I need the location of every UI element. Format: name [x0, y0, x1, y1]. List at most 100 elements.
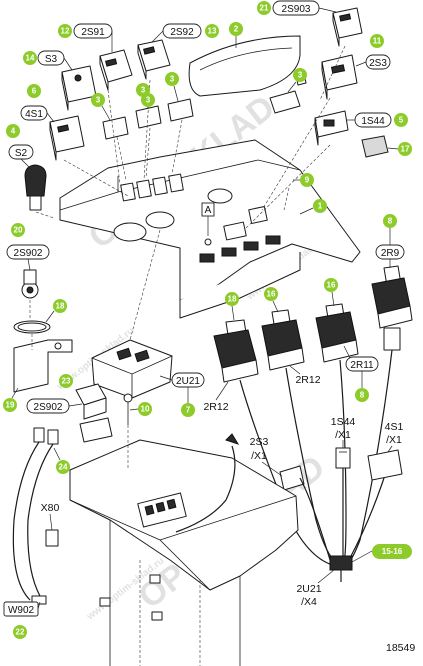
- drawing-number: 18549: [386, 642, 415, 654]
- connector-4s1-x1: [367, 449, 403, 481]
- joystick-2r11: [315, 303, 359, 565]
- callout-s2-number: 4: [11, 127, 16, 136]
- label-1s44-x1-line2: /X1: [335, 429, 351, 441]
- callout-2s91-number: 12: [61, 27, 70, 36]
- knob-s2: [24, 164, 47, 211]
- connector-2s902-upper: [21, 269, 39, 299]
- callout-2r11: 2R11 8: [343, 345, 379, 402]
- screw-10: [123, 393, 133, 425]
- assembly-lines: [29, 45, 346, 470]
- badge-16b-number: 16: [327, 281, 336, 290]
- badge-17: 17: [387, 142, 412, 156]
- label-w902: W902: [3, 601, 41, 617]
- callout-2r11-number: 8: [360, 391, 365, 400]
- badge-3c-number: 3: [170, 75, 175, 84]
- badge-9-number: 9: [305, 176, 310, 185]
- detail-marker: A: [201, 202, 215, 236]
- callouts: 12 2S91 2S92 13 21 2S903 14 S3: [3, 0, 415, 654]
- junction-box: [91, 339, 173, 399]
- callout-4s1-label: 4S1: [25, 109, 43, 120]
- cap-17: [361, 135, 389, 158]
- badge-3b-number: 3: [141, 86, 146, 95]
- badge-16a: 16: [264, 287, 279, 313]
- callout-s2: 4 S2: [6, 124, 34, 169]
- badge-15-16-number: 15-16: [382, 547, 403, 556]
- connector-2u21-x4: [329, 555, 353, 571]
- callout-2s91: 12 2S91: [58, 23, 113, 52]
- badge-22: 22: [13, 625, 27, 639]
- callout-s2-label: S2: [15, 148, 28, 159]
- callout-2s3-label: 2S3: [369, 58, 387, 69]
- label-4s1-x1: 4S1 /X1: [385, 421, 403, 453]
- clip-ring: [13, 320, 51, 334]
- badge-3d: 3: [141, 93, 155, 107]
- callout-2s3: 11 2S3: [355, 34, 391, 70]
- callout-2s92-number: 13: [208, 27, 217, 36]
- callout-2s902-lower-number: 23: [62, 377, 71, 386]
- cover-part: [188, 35, 301, 97]
- switch-2s92: [137, 39, 171, 80]
- callout-2s903-label: 2S903: [282, 4, 311, 15]
- badge-3a: 3: [91, 93, 111, 121]
- badge-19: 19: [3, 387, 19, 412]
- label-x80-text: X80: [41, 502, 60, 514]
- callout-2s902-lower: 23 2S902: [26, 374, 83, 414]
- harness-wires: [299, 468, 385, 582]
- callout-1s44-number: 5: [399, 116, 404, 125]
- label-2u21-x4-line1: 2U21: [296, 583, 321, 595]
- callout-2s902-upper: 20 2S902: [6, 223, 50, 271]
- badge-3e: 3: [287, 68, 307, 93]
- badge-17-number: 17: [401, 145, 410, 154]
- label-w902-text: W902: [8, 605, 35, 616]
- badge-18-lower-number: 18: [56, 302, 65, 311]
- callout-1s44: 1S44 5: [346, 112, 408, 128]
- badge-19-number: 19: [6, 401, 15, 410]
- callout-2s902-upper-number: 20: [14, 226, 23, 235]
- callout-2s92-label: 2S92: [170, 27, 194, 38]
- badge-1: 1: [299, 199, 327, 215]
- badge-18-lower: 18: [45, 299, 67, 323]
- badge-10: 10: [129, 402, 152, 416]
- badge-2-number: 2: [234, 25, 239, 34]
- callout-2s903-number: 21: [260, 4, 269, 13]
- callout-1s44-label: 1S44: [361, 116, 385, 127]
- badge-9: 9: [293, 173, 314, 187]
- badge-24: 24: [53, 447, 70, 474]
- badge-24-number: 24: [59, 463, 68, 472]
- callout-2r9-label: 2R9: [381, 248, 400, 259]
- switch-1s44: [314, 110, 349, 146]
- label-2r12-mid: 2R12: [295, 374, 320, 386]
- connector-2s3-x1: [279, 465, 305, 491]
- badge-16b: 16: [324, 278, 338, 307]
- callout-2s3-number: 11: [373, 37, 382, 46]
- bracket-19: [13, 339, 73, 393]
- badge-3e-number: 3: [298, 71, 303, 80]
- label-x80: X80: [41, 502, 60, 531]
- callout-2r9: 8 2R9: [375, 214, 405, 268]
- callout-2u21: 2U21 7: [159, 372, 205, 417]
- label-2s3-x1: 2S3 /X1: [250, 436, 283, 477]
- callout-2u21-label: 2U21: [176, 376, 200, 387]
- badge-2: 2: [229, 22, 243, 48]
- callout-4s1-number: 6: [32, 87, 37, 96]
- label-4s1-x1-line2: /X1: [386, 434, 402, 446]
- lower-plug: [79, 417, 113, 443]
- badge-15-16: 15-16: [351, 544, 412, 563]
- callout-2r9-number: 8: [388, 217, 393, 226]
- callout-2s91-label: 2S91: [81, 27, 105, 38]
- label-2s3-x1-line2: /X1: [251, 450, 267, 462]
- callout-2s902-lower-label: 2S902: [34, 402, 63, 413]
- dashboard-base: [69, 439, 299, 666]
- badge-3a-number: 3: [96, 96, 101, 105]
- callout-2s903: 21 2S903: [257, 0, 337, 16]
- joystick-2r12-mid: [261, 309, 339, 565]
- label-2u21-x4: 2U21 /X4: [296, 569, 335, 608]
- switch-2s91: [99, 49, 133, 91]
- callout-2u21-number: 7: [186, 406, 191, 415]
- label-2r12-left: 2R12: [203, 401, 228, 413]
- connector-1s44-x1: [335, 447, 351, 469]
- label-1s44-x1: 1S44 /X1: [331, 416, 355, 448]
- insertion-arrow: [175, 433, 240, 533]
- label-2s3-x1-line1: 2S3: [250, 436, 269, 448]
